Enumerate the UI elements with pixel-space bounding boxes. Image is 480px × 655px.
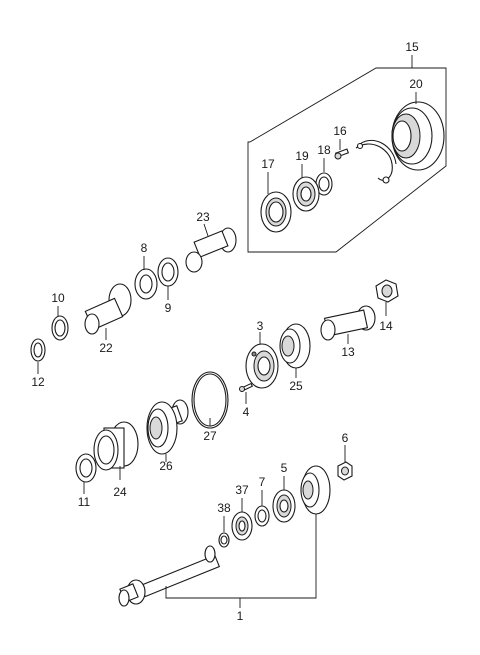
ring-part-17 <box>260 191 292 233</box>
callout-22: 22 <box>99 341 113 355</box>
hex-nut-part-14 <box>375 279 399 303</box>
callout-24: 24 <box>113 485 127 499</box>
needle-bearing-part-8 <box>134 268 158 300</box>
callout-1: 1 <box>237 609 244 623</box>
callout-5: 5 <box>281 461 288 475</box>
callout-18: 18 <box>317 143 331 157</box>
callout-10: 10 <box>51 291 65 305</box>
needle-bearing-part-11 <box>75 453 97 483</box>
callout-9: 9 <box>165 301 172 315</box>
callout-20: 20 <box>409 77 423 91</box>
shaft-part-23 <box>185 227 237 273</box>
snap-ring-part-10 <box>51 315 69 341</box>
sleeve-part-24 <box>93 421 139 471</box>
callout-17: 17 <box>261 157 275 171</box>
gear-part-20 <box>391 101 445 171</box>
leader-23 <box>203 223 209 237</box>
callout-19: 19 <box>295 149 309 163</box>
snap-ring-part-12 <box>30 338 46 362</box>
callout-16: 16 <box>333 124 347 138</box>
ring-part-18 <box>315 172 333 196</box>
shaft-part-13 <box>320 305 376 341</box>
callout-11: 11 <box>78 495 91 509</box>
callout-3: 3 <box>257 319 264 333</box>
assembly-15-outline <box>247 67 447 253</box>
callout-38: 38 <box>217 501 231 515</box>
callout-6: 6 <box>342 431 349 445</box>
callout-13: 13 <box>341 345 355 359</box>
gear-part-25 <box>279 323 311 369</box>
main-shaft-part-1 <box>118 545 221 607</box>
bearing-part-5 <box>272 489 296 523</box>
callout-26: 26 <box>159 459 173 473</box>
bearing-part-19 <box>292 176 320 212</box>
ring-part-38 <box>218 532 230 548</box>
bolt-part-16 <box>334 148 350 160</box>
washer-part-9 <box>157 257 179 287</box>
callout-8: 8 <box>141 241 148 255</box>
screw-part-4 <box>239 382 254 393</box>
callout-25: 25 <box>289 379 303 393</box>
callout-37: 37 <box>235 483 249 497</box>
gear-part-26 <box>146 399 189 455</box>
bracket-part-16 <box>355 139 397 184</box>
callout-15: 15 <box>405 40 419 54</box>
callout-14: 14 <box>379 319 393 333</box>
gear-part-1-head <box>300 465 331 515</box>
callout-12: 12 <box>31 375 45 389</box>
cover-plate-part-3 <box>245 343 279 389</box>
shaft-part-22 <box>84 283 132 335</box>
callout-23: 23 <box>196 210 210 224</box>
nut-part-6 <box>337 461 353 481</box>
callout-27: 27 <box>203 429 217 443</box>
callout-4: 4 <box>243 405 250 419</box>
leader-1-bracket <box>165 514 317 599</box>
snap-ring-part-7 <box>254 505 270 527</box>
bearing-part-37 <box>231 511 253 541</box>
callout-7: 7 <box>259 475 266 489</box>
